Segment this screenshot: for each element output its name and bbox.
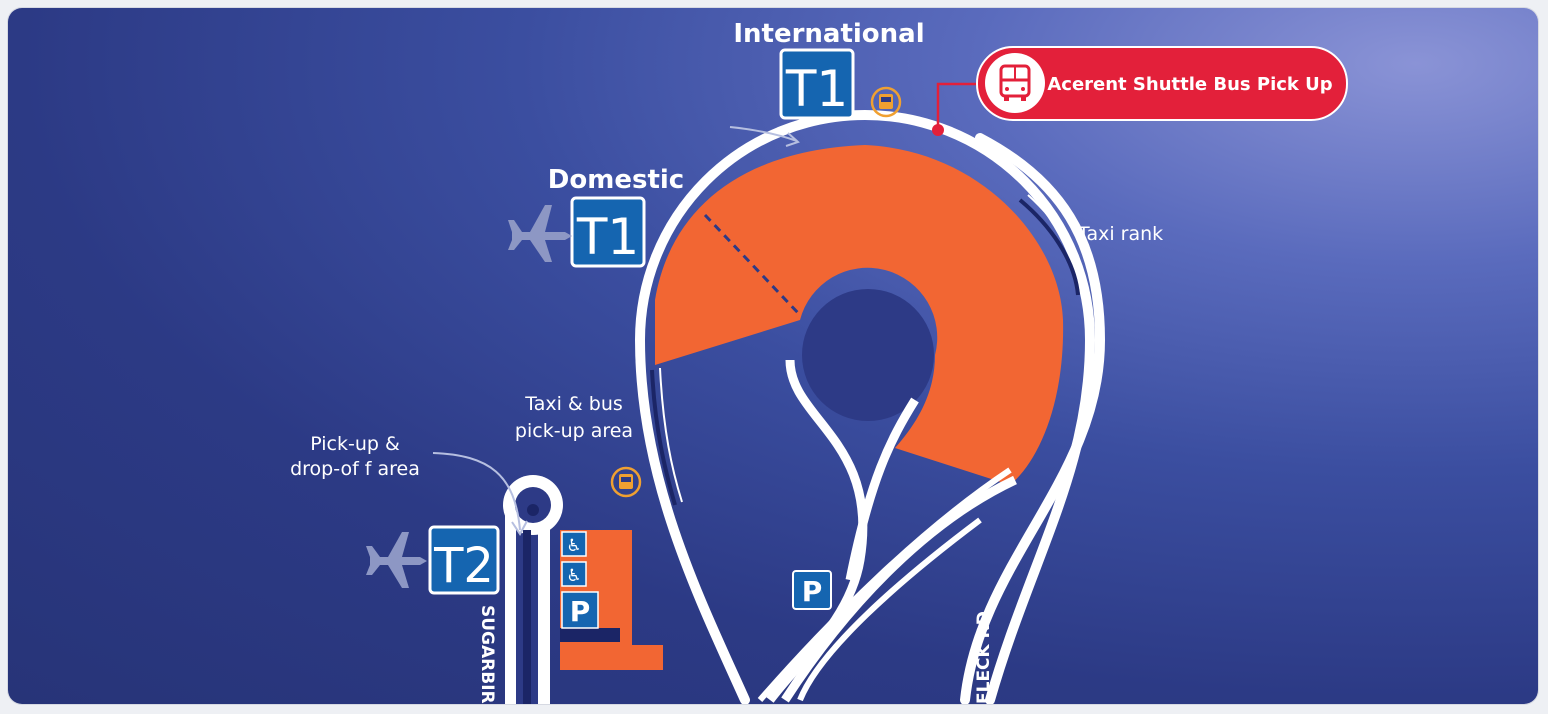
svg-text:♿: ♿ — [566, 536, 581, 556]
airport-map: ♿ ♿ P P International T1 — [8, 8, 1538, 704]
taxi-rank-curb — [1018, 198, 1080, 296]
shuttle-pin-line — [936, 82, 985, 128]
bus-icon — [999, 64, 1031, 101]
taxi-rank-label: Taxi rank — [1077, 223, 1163, 245]
pickup-label-2: drop-of f area — [290, 458, 420, 480]
wheelchair-icon: ♿ — [561, 531, 587, 557]
inner-circle — [802, 289, 934, 421]
east-road — [960, 133, 1106, 704]
svg-text:T2: T2 — [433, 538, 494, 594]
pickup-label-1: Pick-up & — [310, 433, 400, 455]
svg-text:T1: T1 — [576, 208, 639, 266]
inner-road-2 — [845, 397, 919, 581]
pickup-arrow — [432, 452, 521, 531]
inner-road-4 — [757, 467, 1012, 702]
taxi-rank-curb-outline — [1027, 194, 1087, 299]
wheelchair-icon: ♿ — [561, 561, 587, 587]
terminal-area — [655, 145, 1064, 485]
fleck-road-label: FLECK RD — [974, 611, 994, 704]
loop-road — [634, 110, 1096, 704]
airplane-icon — [508, 205, 572, 262]
international-arrow — [729, 126, 798, 142]
bus-icon — [870, 86, 902, 118]
map-canvas: ♿ ♿ P P International T1 — [290, 19, 1348, 704]
svg-text:P: P — [570, 595, 591, 628]
international-t1-sign: T1 — [779, 48, 855, 120]
bus-icon — [610, 466, 642, 498]
domestic-heading: Domestic — [548, 165, 684, 195]
shuttle-label: Acerent Shuttle Bus Pick Up — [1047, 74, 1332, 95]
parking-icon: P — [561, 591, 599, 629]
terminal-divider — [703, 213, 802, 317]
taxi-bus-label-2: pick-up area — [515, 420, 633, 442]
svg-text:P: P — [802, 575, 823, 608]
taxi-bus-label-1: Taxi & bus — [524, 393, 623, 415]
domestic-t1-sign: T1 — [570, 196, 646, 268]
inner-road-3 — [781, 475, 1017, 703]
sugarbird-road-label: SUGARBIR — [477, 605, 497, 704]
airplane-icon — [366, 532, 427, 588]
international-heading: International — [733, 19, 924, 49]
svg-text:T1: T1 — [785, 60, 848, 118]
t2-sign: T2 — [428, 525, 500, 595]
shuttle-badge: Acerent Shuttle Bus Pick Up — [976, 46, 1348, 121]
svg-text:♿: ♿ — [566, 566, 581, 586]
inner-road-5 — [797, 517, 982, 702]
parking-icon: P — [792, 570, 832, 610]
taxi-bus-curb — [650, 369, 677, 506]
taxi-bus-curb-outline — [659, 367, 683, 503]
inner-road-1 — [766, 359, 868, 703]
